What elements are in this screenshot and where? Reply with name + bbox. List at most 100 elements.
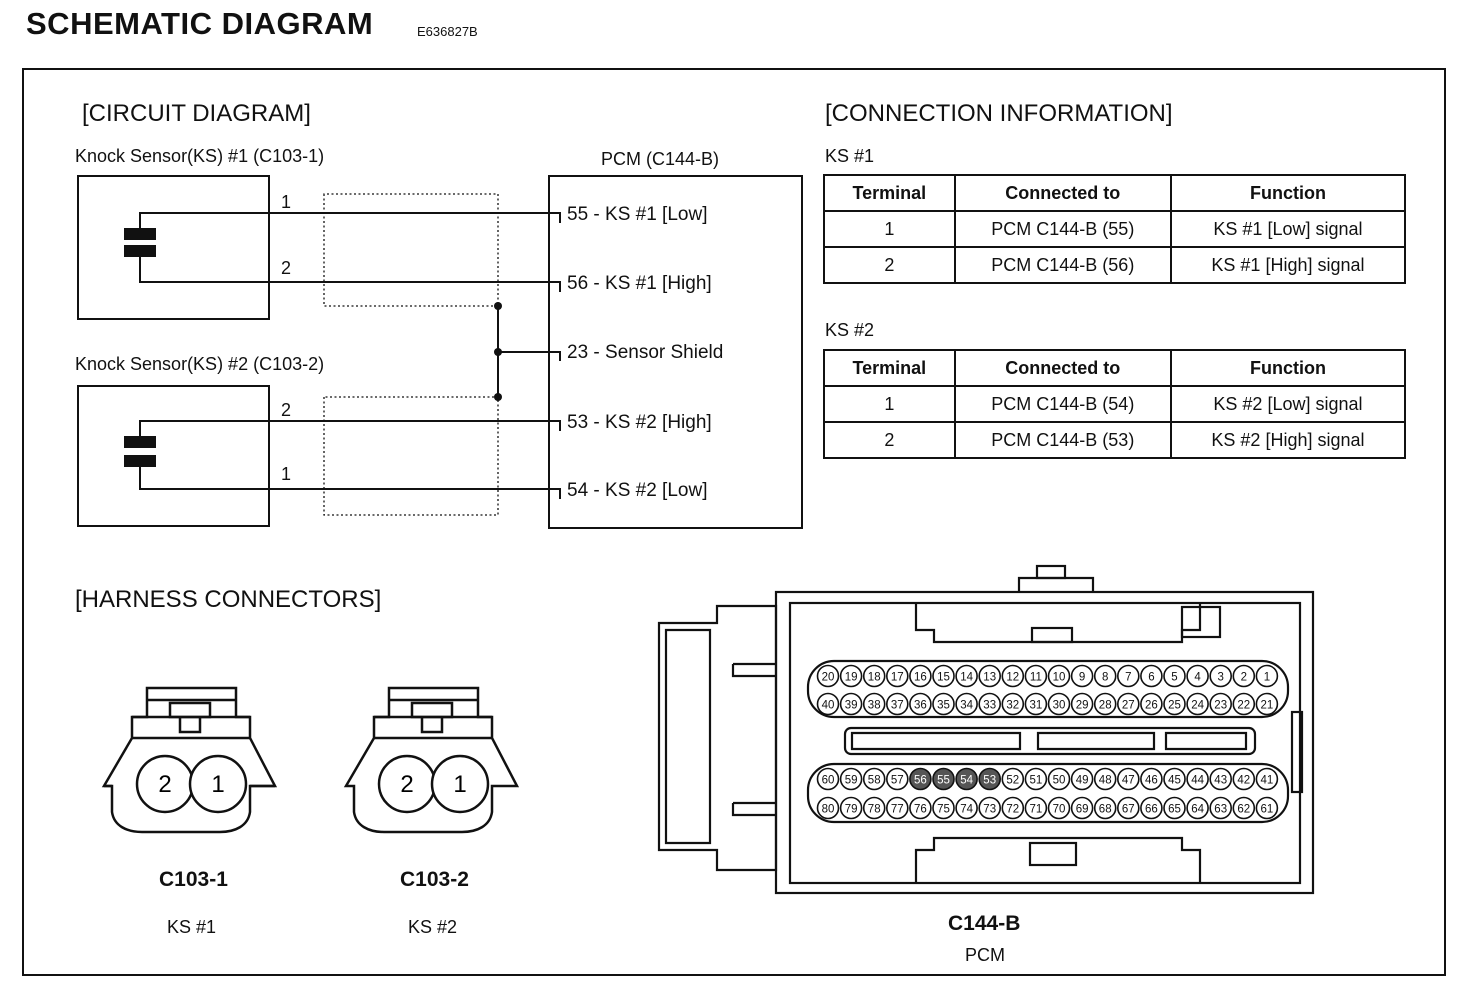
pcm-pin bbox=[909, 664, 932, 688]
page-title: SCHEMATIC DIAGRAM bbox=[26, 6, 374, 41]
table-cell: KS #2 [High] signal bbox=[1169, 421, 1407, 459]
pcm-pin bbox=[978, 796, 1002, 820]
pcm-pin bbox=[1093, 664, 1117, 688]
pcm-pin bbox=[862, 767, 886, 791]
column-header: Connected to bbox=[953, 174, 1172, 212]
pcm-pin bbox=[839, 796, 863, 820]
column-header: Terminal bbox=[823, 174, 956, 212]
c103-1-sub: KS #1 bbox=[167, 917, 217, 937]
pcm-pin-label: 33 bbox=[983, 700, 996, 712]
c103-1-pin: 1 bbox=[211, 771, 224, 798]
pcm-pin bbox=[1140, 692, 1163, 716]
pcm-pin-label: 23 bbox=[1214, 700, 1227, 712]
ks2-sensor-icon bbox=[124, 455, 156, 467]
pcm-pin-56: 56 - KS #1 [High] bbox=[567, 273, 712, 294]
pcm-pin-label: 8 bbox=[1102, 672, 1108, 684]
pcm-pin-label: 2 bbox=[1241, 672, 1247, 684]
pcm-pin-label: 38 bbox=[868, 700, 881, 712]
pcm-pin-label: 30 bbox=[1053, 700, 1066, 712]
wire-ks1-high bbox=[139, 248, 561, 292]
pcm-pin-label: 26 bbox=[1145, 700, 1158, 712]
pcm-pin bbox=[1093, 796, 1117, 820]
pcm-pin bbox=[1186, 664, 1209, 688]
pcm-pin-label: 37 bbox=[891, 700, 904, 712]
pcm-pin bbox=[1001, 767, 1025, 791]
pcm-pin bbox=[1255, 692, 1279, 716]
table-cell: KS #1 [High] signal bbox=[1169, 246, 1407, 284]
table-cell: PCM C144-B (56) bbox=[953, 246, 1172, 284]
pcm-pin bbox=[1140, 664, 1163, 688]
pcm-pin-label: 11 bbox=[1030, 672, 1042, 684]
pcm-pin-label: 4 bbox=[1194, 672, 1201, 684]
pcm-pin-label: 40 bbox=[822, 700, 835, 712]
pcm-pin bbox=[1047, 692, 1071, 716]
pcm-pin-label: 41 bbox=[1261, 775, 1274, 787]
ks1-sensor-icon bbox=[124, 228, 156, 240]
ks1-table-title: KS #1 bbox=[825, 146, 875, 166]
pcm-pin-label: 55 bbox=[937, 775, 950, 787]
pcm-pin bbox=[1255, 796, 1279, 820]
table-cell: PCM C144-B (54) bbox=[953, 385, 1172, 423]
pcm-pin bbox=[862, 796, 886, 820]
pcm-pin-label: 61 bbox=[1261, 804, 1274, 816]
pcm-pin-label: 44 bbox=[1191, 775, 1204, 787]
pcm-pin bbox=[932, 692, 955, 716]
pcm-pin bbox=[1209, 767, 1232, 791]
ks2-box bbox=[77, 385, 270, 527]
connection-info-heading: [CONNECTION INFORMATION] bbox=[825, 100, 1173, 127]
ks1-connection-table: Terminal Connected to Function 1 PCM C14… bbox=[823, 174, 1407, 284]
pcm-pin-label: 46 bbox=[1145, 775, 1158, 787]
pcm-pin-label: 22 bbox=[1237, 700, 1250, 712]
pcm-pin-53: 53 - KS #2 [High] bbox=[567, 412, 712, 433]
pcm-pin bbox=[955, 796, 978, 820]
pcm-pin-label: 48 bbox=[1099, 775, 1112, 787]
pcm-pin-label: 34 bbox=[960, 700, 973, 712]
table-cell: 2 bbox=[823, 246, 956, 284]
pcm-pin bbox=[816, 664, 840, 688]
pcm-pin-label: 42 bbox=[1237, 775, 1250, 787]
pcm-pin-label: 47 bbox=[1122, 775, 1135, 787]
pcm-pin-label: 74 bbox=[960, 804, 973, 816]
table-row: 1 PCM C144-B (55) KS #1 [Low] signal bbox=[823, 210, 1407, 248]
pcm-pin-label: 5 bbox=[1171, 672, 1177, 684]
pcm-pin bbox=[1186, 796, 1209, 820]
pcm-pin-label: 15 bbox=[937, 672, 950, 684]
ks2-connection-table: Terminal Connected to Function 1 PCM C14… bbox=[823, 349, 1407, 459]
table-cell: KS #1 [Low] signal bbox=[1169, 210, 1407, 248]
shield-ks1 bbox=[323, 193, 499, 307]
pcm-pin bbox=[978, 692, 1002, 716]
table-row: 2 PCM C144-B (53) KS #2 [High] signal bbox=[823, 421, 1407, 459]
pcm-pin-highlighted bbox=[932, 767, 955, 791]
pcm-pin-label: 35 bbox=[937, 700, 950, 712]
pcm-pin bbox=[1117, 767, 1140, 791]
pcm-pin-label: 43 bbox=[1214, 775, 1227, 787]
ks1-sensor-icon bbox=[124, 245, 156, 257]
pcm-pin-label: 17 bbox=[891, 672, 904, 684]
c144-b-connector bbox=[657, 564, 1315, 895]
splice-dot bbox=[494, 348, 502, 356]
pcm-pin bbox=[862, 664, 886, 688]
pcm-pin-label: 73 bbox=[983, 804, 996, 816]
pcm-pin-label: 50 bbox=[1053, 775, 1066, 787]
pcm-pin bbox=[1186, 767, 1209, 791]
pcm-pin bbox=[1001, 692, 1025, 716]
pcm-pin-label: 52 bbox=[1006, 775, 1019, 787]
pcm-pin-label: 56 bbox=[914, 775, 927, 787]
pcm-pin bbox=[1163, 664, 1186, 688]
splice-dot bbox=[494, 393, 502, 401]
c103-2-connector bbox=[343, 686, 520, 834]
pcm-pin-label: 36 bbox=[914, 700, 927, 712]
pcm-pin-highlighted bbox=[978, 767, 1002, 791]
column-header: Function bbox=[1169, 174, 1407, 212]
pcm-pin bbox=[1140, 767, 1163, 791]
pcm-pin-label: 1 bbox=[1264, 672, 1270, 684]
pcm-pin-label: 7 bbox=[1125, 672, 1131, 684]
c103-1-connector bbox=[101, 686, 278, 834]
pcm-pin bbox=[1232, 664, 1256, 688]
pcm-label: PCM (C144-B) bbox=[601, 149, 720, 169]
pcm-pin-label: 76 bbox=[914, 804, 927, 816]
pcm-pin bbox=[1255, 664, 1279, 688]
pcm-pin-label: 13 bbox=[983, 672, 996, 684]
pcm-pin-label: 57 bbox=[891, 775, 904, 787]
